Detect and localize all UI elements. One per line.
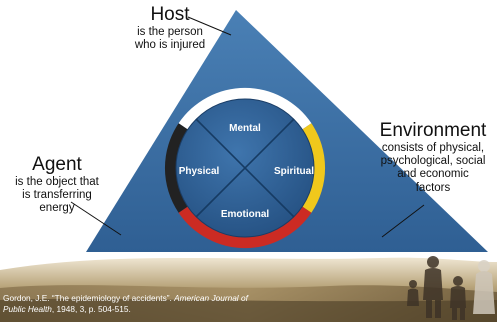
ring-segment-white bbox=[178, 87, 312, 130]
people-silhouettes bbox=[407, 256, 495, 320]
agent-description-line: energy bbox=[39, 202, 75, 215]
ring-segment-red bbox=[178, 206, 312, 249]
wheel-label-spiritual: Spiritual bbox=[274, 166, 314, 177]
host-title: Host bbox=[150, 4, 190, 25]
medicine-wheel: Mental Physical Spiritual Emotional bbox=[164, 87, 326, 249]
environment-label: Environment consists of physical, psycho… bbox=[370, 120, 496, 195]
citation-journal: American Journal of Public Health bbox=[3, 293, 248, 314]
agent-description-line: is the object that bbox=[15, 175, 99, 188]
host-description-line: is the person bbox=[137, 25, 203, 38]
agent-pointer-line bbox=[70, 201, 122, 236]
citation-text: Gordon, J.E. “The epidemiology of accide… bbox=[3, 293, 175, 303]
environment-description-line: consists of physical, bbox=[381, 141, 485, 154]
wheel-label-physical: Physical bbox=[179, 166, 220, 177]
agent-title: Agent bbox=[32, 154, 82, 175]
host-description-line: who is injured bbox=[134, 39, 206, 52]
citation-details: , 1948, 3, p. 504-515. bbox=[51, 304, 131, 314]
environment-pointer-line bbox=[381, 204, 425, 238]
environment-description-line: psychological, social bbox=[380, 155, 486, 168]
environment-description-line: factors bbox=[415, 181, 451, 194]
ring-segment-yellow bbox=[302, 123, 326, 213]
divider-line bbox=[195, 118, 295, 218]
wheel-label-emotional: Emotional bbox=[221, 209, 270, 220]
host-label: Host is the person who is injured bbox=[110, 4, 230, 52]
host-pointer-line bbox=[187, 16, 232, 36]
agent-description-line: is transferring bbox=[22, 189, 92, 202]
wheel-label-mental: Mental bbox=[229, 123, 261, 134]
environment-title: Environment bbox=[379, 120, 487, 141]
environment-description-line: and economic bbox=[397, 168, 469, 181]
citation: Gordon, J.E. “The epidemiology of accide… bbox=[3, 293, 263, 315]
landscape-background bbox=[0, 257, 497, 322]
ring-segment-black bbox=[164, 123, 188, 213]
agent-label: Agent is the object that is transferring… bbox=[2, 154, 112, 216]
